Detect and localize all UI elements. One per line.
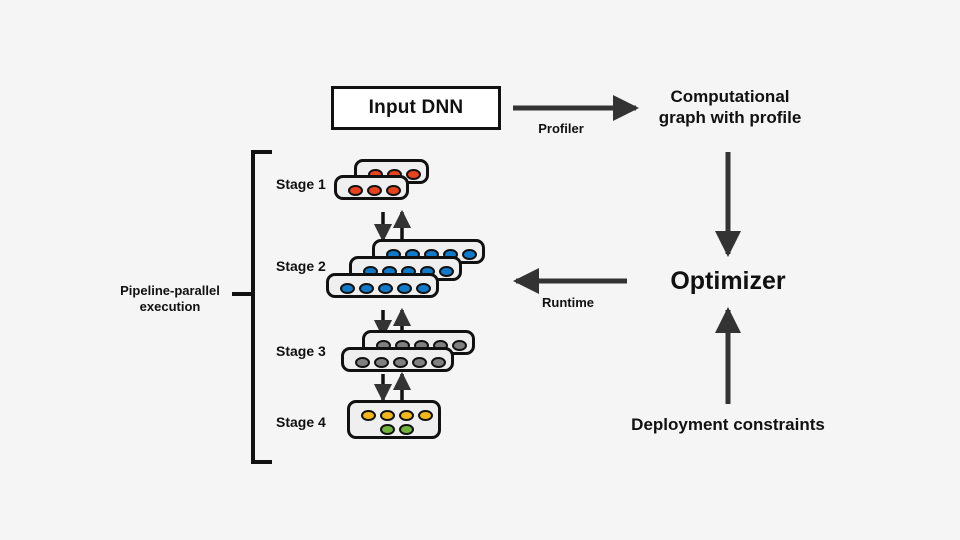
stage-3-device-cell	[355, 357, 370, 368]
runtime-edge-label: Runtime	[542, 295, 594, 310]
stage-3-device-cell	[374, 357, 389, 368]
stage-2-device-cell	[416, 283, 431, 294]
stage-3-device-cell	[431, 357, 446, 368]
stage-4-cell-row	[380, 424, 414, 435]
stage-4-device-cell	[380, 410, 395, 421]
stage-3-label: Stage 3	[276, 343, 326, 359]
stage-3-device-box[interactable]	[341, 347, 454, 372]
stage-4-device-cell	[418, 410, 433, 421]
stage-1-device-cell	[386, 185, 401, 196]
pipeline-parallel-execution-label: Pipeline-parallel execution	[120, 283, 220, 315]
stage-4-device-cell	[361, 410, 376, 421]
stage-2-cell-row	[340, 283, 431, 294]
input-dnn-label: Input DNN	[368, 97, 464, 118]
stage-4-device-cell	[399, 410, 414, 421]
stage-2-label: Stage 2	[276, 258, 326, 274]
stage-1-device-cell	[348, 185, 363, 196]
profiler-edge-label: Profiler	[538, 121, 584, 136]
stage-1-cell-row	[348, 185, 401, 196]
stage-2-device-cell	[462, 249, 477, 260]
stage-2-device-box[interactable]	[326, 273, 439, 298]
stage-1-label: Stage 1	[276, 176, 326, 192]
stage-3-cell-row	[355, 357, 446, 368]
deployment-constraints-label: Deployment constraints	[631, 415, 825, 434]
stage-4-label: Stage 4	[276, 414, 326, 430]
stage-1-device-cell	[406, 169, 421, 180]
pipeline-bracket	[251, 150, 272, 464]
stage-4-device-cell	[399, 424, 414, 435]
computational-graph-label: Computational graph with profile	[658, 87, 802, 128]
stage-2-device-cell	[397, 283, 412, 294]
input-dnn-box[interactable]: Input DNN	[331, 86, 501, 130]
stage-4-cell-row	[361, 410, 433, 421]
stage-2-device-cell	[340, 283, 355, 294]
stage-3-device-cell	[412, 357, 427, 368]
stage-2-device-cell	[439, 266, 454, 277]
stage-3-device-cell	[452, 340, 467, 351]
stage-4-device-cell	[380, 424, 395, 435]
stage-2-device-cell	[378, 283, 393, 294]
stage-1-device-cell	[367, 185, 382, 196]
stage-3-device-cell	[393, 357, 408, 368]
stage-4-device-box[interactable]	[347, 400, 441, 439]
stage-1-device-box[interactable]	[334, 175, 409, 200]
stage-2-device-cell	[359, 283, 374, 294]
optimizer-label: Optimizer	[670, 267, 786, 295]
